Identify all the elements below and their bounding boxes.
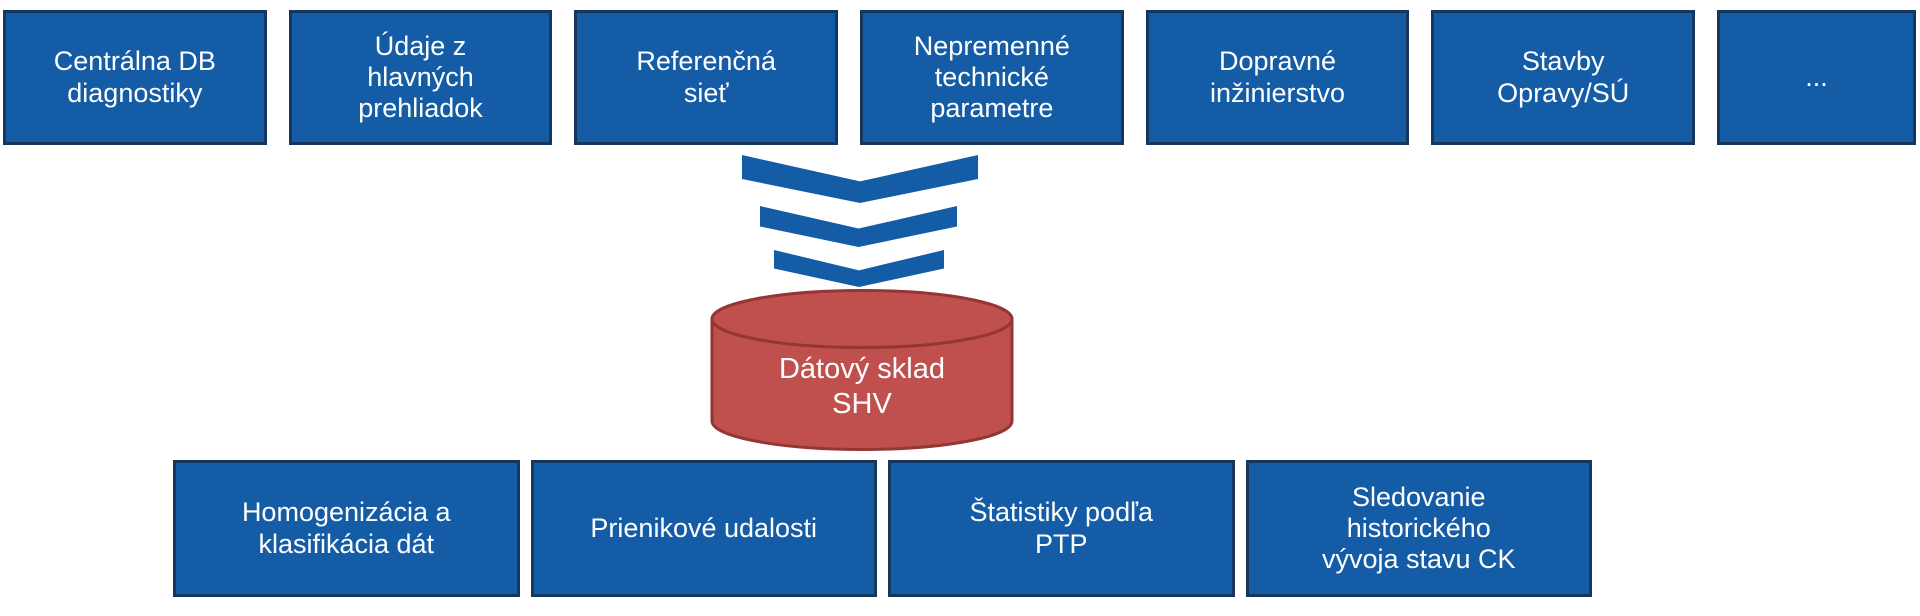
cylinder-label: Dátový sklad SHV — [778, 353, 945, 420]
box-sledovanie-historickeho-vyvoja-stavu-ck: Sledovanie historického vývoja stavu CK — [1245, 460, 1592, 597]
box-dopravne-inzinierstvo: Dopravné inžinierstvo — [1145, 10, 1410, 145]
chevron-down-icon — [774, 250, 944, 287]
database-cylinder-icon — [710, 289, 1014, 451]
box-stavby-opravy-su: Stavby Opravy/SÚ — [1431, 10, 1696, 145]
box-ellipsis: ... — [1717, 10, 1917, 145]
box-referencna-siet: Referenčná sieť — [574, 10, 839, 145]
box-nepremenne-technicke-parametre: Nepremenné technické parametre — [860, 10, 1124, 145]
chevron-down-icon — [760, 206, 957, 247]
box-centralna-db-diagnostiky: Centrálna DB diagnostiky — [3, 10, 267, 145]
data-warehouse-cylinder: Dátový sklad SHV — [706, 287, 1018, 453]
box-udaje-z-hlavnych-prehliadok: Údaje z hlavných prehliadok — [288, 10, 553, 145]
box-homogenizacia-a-klasifikacia-dat: Homogenizácia a klasifikácia dát — [173, 460, 520, 597]
chevron-down-icon — [742, 155, 978, 203]
source-systems-row: Centrálna DB diagnostiky Údaje z hlavnýc… — [3, 10, 1917, 145]
box-prienikove-udalosti: Prienikové udalosti — [530, 460, 877, 597]
box-statistiky-podla-ptp: Štatistiky podľa PTP — [888, 460, 1235, 597]
outputs-row: Homogenizácia a klasifikácia dát Prienik… — [173, 460, 1592, 597]
